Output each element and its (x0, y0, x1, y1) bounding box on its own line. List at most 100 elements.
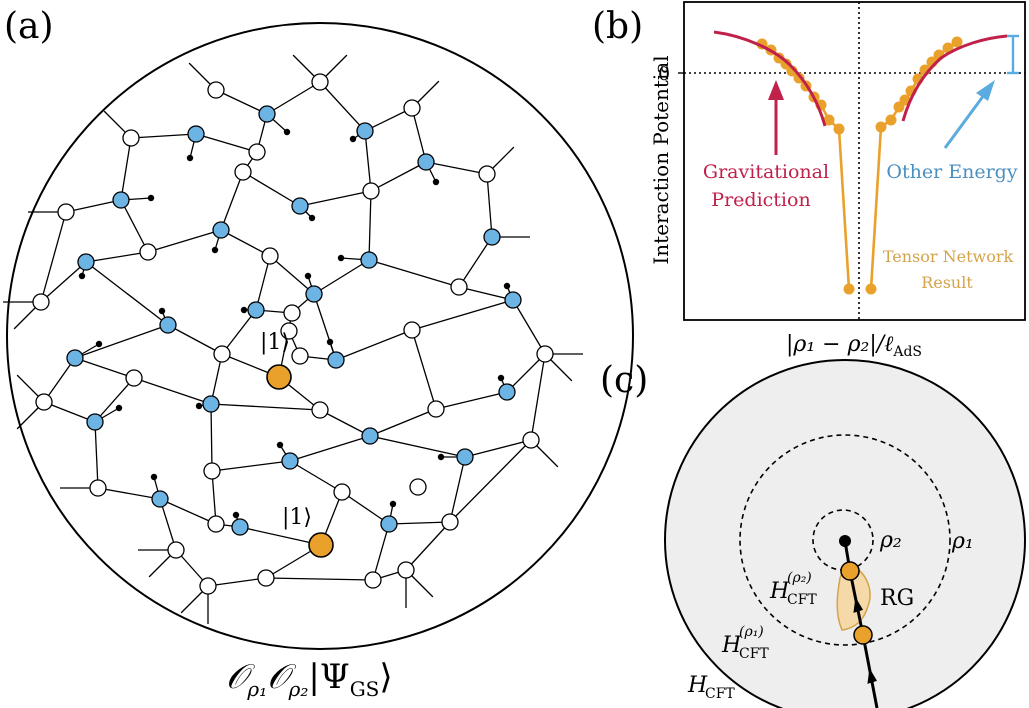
rho1-node (853, 625, 873, 645)
network-edge (255, 255, 271, 311)
physical-leg-end (158, 307, 166, 315)
physical-leg-end (240, 306, 248, 314)
svg-text:CFT: CFT (705, 686, 735, 702)
isometry-node (207, 515, 225, 533)
network-edge (74, 357, 135, 379)
isometry-node (234, 163, 252, 181)
svg-text:(ρ₁): (ρ₁) (739, 624, 764, 640)
network-edge (464, 439, 532, 458)
caption-state: |Ψ (308, 657, 349, 697)
physical-leg-end (232, 511, 240, 519)
panel-c-label: (c) (600, 360, 648, 401)
rho1-label: ρ₁ (951, 529, 974, 554)
network-nodes (32, 73, 554, 595)
physical-leg-end (211, 246, 219, 254)
svg-text:𝒪ρ₁𝒪ρ₂|ΨGS⟩: 𝒪ρ₁𝒪ρ₂|ΨGS⟩ (226, 657, 393, 701)
isometry-node (257, 569, 275, 587)
isometry-node (283, 304, 301, 322)
network-edge (211, 460, 291, 472)
network-edge (388, 521, 451, 525)
network-edge (85, 261, 169, 326)
isometry-node (333, 483, 351, 501)
isometry-node (213, 345, 231, 363)
h-cft-label: H CFT (687, 673, 735, 702)
isometry-node (403, 321, 421, 339)
bulk-tensor-node (202, 395, 220, 413)
network-edge (299, 190, 372, 207)
bulk-tensor-node (77, 253, 95, 271)
physical-leg-end (283, 128, 291, 136)
center-point (839, 535, 851, 547)
network-edge (411, 329, 437, 410)
physical-leg-end (78, 272, 86, 280)
isometry-node (441, 513, 459, 531)
panel-b-label: (b) (592, 6, 643, 47)
network-edge (94, 377, 135, 423)
grav-label-1: Gravitational (703, 161, 829, 183)
flow-arrow-inner (853, 597, 864, 613)
network-edge (120, 199, 149, 253)
network-edge (94, 421, 99, 489)
y-axis-label: Interaction Potential (649, 55, 673, 264)
bulk-tensor-node (291, 197, 309, 215)
svg-text:H: H (769, 579, 790, 604)
physical-leg-end (326, 338, 334, 346)
network-edge (74, 324, 169, 359)
physical-leg-end (437, 453, 445, 461)
caption-state-sub: GS (350, 677, 380, 701)
isometry-node (427, 400, 445, 418)
network-edge (364, 130, 372, 192)
network-edge (220, 229, 271, 257)
grav-curve-right (901, 34, 1008, 122)
physical-leg-end (389, 500, 397, 508)
isometry-node (167, 541, 185, 559)
other-arrow-head (976, 80, 995, 101)
grav-arrow-head (768, 80, 784, 100)
physical-leg-end (497, 374, 505, 382)
boundary-circle (6, 22, 634, 650)
rho1-circle (739, 434, 951, 646)
isometry-node (122, 129, 140, 147)
network-edge (369, 435, 466, 458)
network-edge (159, 498, 177, 551)
bulk-tensor-node (187, 125, 205, 143)
other-energy-label: Other Energy (886, 161, 1017, 183)
site-label-top: |1⟩ (260, 330, 290, 355)
network-edge (133, 377, 212, 405)
grav-curve-left (713, 30, 827, 127)
isometry-node (199, 577, 217, 595)
state-caption: 𝒪ρ₁𝒪ρ₂|ΨGS⟩ (226, 657, 393, 701)
network-edge (486, 173, 493, 238)
network-edge (289, 435, 371, 462)
network-edge (372, 523, 390, 581)
network-edge (265, 577, 374, 581)
physical-leg-end (432, 178, 440, 186)
network-edge (449, 439, 532, 523)
network-edge (369, 408, 437, 437)
network-edge (207, 577, 267, 587)
network-edge (210, 403, 213, 472)
panel-b: (b) 0 Interaction Potential |ρ₁ − ρ₂|/ℓA… (592, 1, 1026, 360)
isometry-node (311, 401, 329, 419)
network-edge (449, 456, 466, 523)
excited-site-node (308, 532, 334, 558)
svg-text:H: H (721, 633, 742, 658)
tn-label-1: Tensor Network (883, 247, 1014, 266)
physical-leg-end (195, 402, 203, 410)
network-edge (458, 286, 514, 301)
physical-leg-end (304, 272, 312, 280)
network-edge (40, 211, 67, 303)
network-edge (167, 324, 223, 355)
network-edge (211, 470, 217, 525)
physical-leg-end (150, 473, 158, 481)
network-edge (242, 171, 301, 207)
bulk-tensor-node (258, 105, 276, 123)
zero-tick-label: 0 (658, 63, 670, 85)
network-edge (220, 171, 244, 231)
physical-leg-end (186, 154, 194, 162)
physical-leg-end (308, 214, 316, 222)
network-edge (130, 133, 197, 139)
network-edge (221, 309, 257, 355)
bulk-tensor-node (112, 191, 130, 209)
